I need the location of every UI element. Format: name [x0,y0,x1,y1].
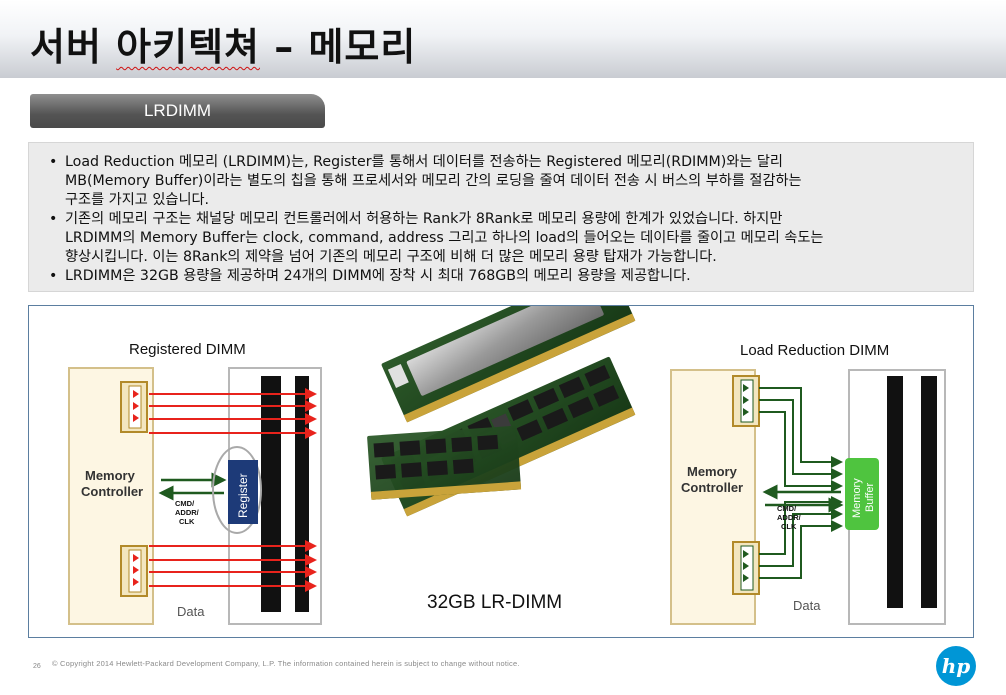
load-reduction-dimm-diagram: Load Reduction DIMM Memory Controller [670,342,946,625]
lr-dimm-photo: 32GB LR-DIMM [367,306,636,613]
bullet-item-1: Load Reduction 메모리 (LRDIMM)는, Register를 … [47,153,959,210]
right-dram-column-1 [887,376,903,608]
section-tab-lrdimm: LRDIMM [30,94,325,128]
title-band: 서버 아키텍쳐 – 메모리 [0,0,1006,78]
bullet-2-line-1: 기존의 메모리 구조는 채널당 메모리 컨트롤러에서 허용하는 Rank가 8R… [65,211,783,227]
bullet-list: Load Reduction 메모리 (LRDIMM)는, Register를 … [47,153,959,286]
register-chip [228,460,258,524]
bullet-2-line-2: LRDIMM의 Memory Buffer는 clock, command, a… [65,230,824,246]
bullet-1-line-3: 구조를 가지고 있습니다. [65,192,210,208]
title-word-architecture: 아키텍쳐 [116,25,260,69]
left-dram-column-2 [295,376,309,612]
hp-logo-text: hp [942,654,971,678]
diagram-frame: Registered DIMM Memory Controller [28,305,974,638]
right-pin-block-bottom [732,541,760,595]
right-data-label: Data [793,598,821,613]
right-data-arrows [759,387,843,579]
page-title: 서버 아키텍쳐 – 메모리 [30,16,416,71]
memory-diagram: Registered DIMM Memory Controller [68,306,946,625]
register-chip-label: Register [236,473,250,518]
left-controller-label-2: Controller [81,484,143,499]
left-pin-block-top [120,381,148,433]
right-cmd-label-3: CLK [781,522,797,531]
right-cmd-label-2: ADDR/ [777,513,802,522]
memory-buffer-label-1: Memory [851,478,863,518]
right-cmd-arrows [762,484,844,513]
right-controller-label-2: Controller [681,480,743,495]
title-word-memory: – 메모리 [274,25,417,69]
bullet-2-line-3: 향상시킵니다. 이는 8Rank의 제약을 넘어 기존의 메모리 구조에 비해 … [65,249,717,265]
copyright-notice: © Copyright 2014 Hewlett-Packard Develop… [52,659,520,668]
right-dram-column-2 [921,376,937,608]
registered-dimm-heading: Registered DIMM [129,341,246,358]
left-pin-block-bottom [120,545,148,597]
right-cmd-label-1: CMD/ [777,504,797,513]
left-cmd-arrows [158,472,227,501]
bullet-1-line-2: MB(Memory Buffer)이라는 별도의 칩을 통해 프로세서와 메모리… [65,173,802,189]
hp-logo: hp [936,646,976,686]
lr-dimm-caption: 32GB LR-DIMM [427,592,562,613]
right-pin-block-top [732,375,760,427]
bullet-text-box: Load Reduction 메모리 (LRDIMM)는, Register를 … [28,142,974,292]
left-data-label: Data [177,604,205,619]
bullet-1-line-1: Load Reduction 메모리 (LRDIMM)는, Register를 … [65,154,783,170]
left-register-highlight-oval [212,446,262,534]
left-cmd-label-1: CMD/ [175,499,195,508]
bullet-item-3: LRDIMM은 32GB 용량을 제공하며 24개의 DIMM에 장착 시 최대… [47,267,959,286]
memory-buffer-label-2: Buffer [864,483,876,512]
memory-buffer-chip [845,458,879,530]
left-data-arrows [149,388,317,592]
left-cmd-label-3: CLK [179,517,195,526]
title-word-server: 서버 [30,25,102,69]
lr-dimm-heading: Load Reduction DIMM [740,342,889,359]
right-controller-label-1: Memory [687,464,738,479]
registered-dimm-diagram: Registered DIMM Memory Controller [68,341,322,625]
footer: 26 © Copyright 2014 Hewlett-Packard Deve… [0,645,1006,695]
left-cmd-label-2: ADDR/ [175,508,200,517]
left-dram-column-1 [261,376,281,612]
bullet-item-2: 기존의 메모리 구조는 채널당 메모리 컨트롤러에서 허용하는 Rank가 8R… [47,210,959,267]
page-number: 26 [33,663,41,670]
bullet-3-line-1: LRDIMM은 32GB 용량을 제공하며 24개의 DIMM에 장착 시 최대… [65,268,691,284]
left-controller-label-1: Memory [85,468,136,483]
